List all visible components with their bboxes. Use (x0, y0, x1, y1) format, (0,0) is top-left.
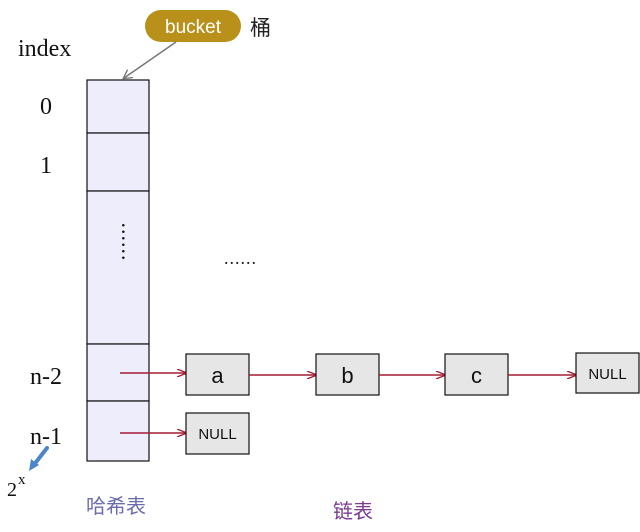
bucket-badge: bucket (145, 10, 241, 42)
bucket-chinese-label: 桶 (250, 17, 271, 40)
list-node-null (185, 412, 250, 455)
bucket-pointer-arrow (124, 41, 177, 78)
size-hint-exponent: x (18, 472, 26, 488)
size-hint-base: 2 (7, 479, 17, 501)
hash-table-ellipsis: ...... (117, 223, 142, 262)
list-node-null-end (575, 352, 640, 394)
index-label-1: 1 (40, 153, 52, 179)
list-node-b-label: b (341, 363, 353, 388)
bucket-badge-label: bucket (165, 17, 222, 38)
list-node-a-label: a (211, 363, 224, 388)
bucket-cell-n-1 (86, 400, 150, 462)
bucket-cell-middle (86, 190, 150, 345)
bucket-cell-0 (86, 79, 150, 134)
index-label-n-1: n-1 (30, 424, 62, 450)
bucket-badge-pill (145, 10, 241, 42)
index-header: index (18, 36, 71, 62)
list-node-b (315, 353, 380, 396)
index-label-n-2: n-2 (30, 364, 62, 390)
list-node-null-label: NULL (198, 426, 236, 443)
index-label-0: 0 (40, 94, 52, 120)
hash-table-caption: 哈希表 (86, 495, 146, 518)
middle-ellipsis: ...... (224, 248, 257, 268)
list-node-c (444, 353, 509, 396)
hash-table: ...... (86, 79, 150, 462)
bucket-cell-1 (86, 132, 150, 192)
list-node-null-end-label: NULL (588, 366, 626, 383)
list-node-c-label: c (471, 363, 482, 388)
list-node-a (185, 353, 250, 396)
size-hint-arrow-icon (29, 446, 49, 471)
chain-caption: 链表 (333, 500, 373, 523)
